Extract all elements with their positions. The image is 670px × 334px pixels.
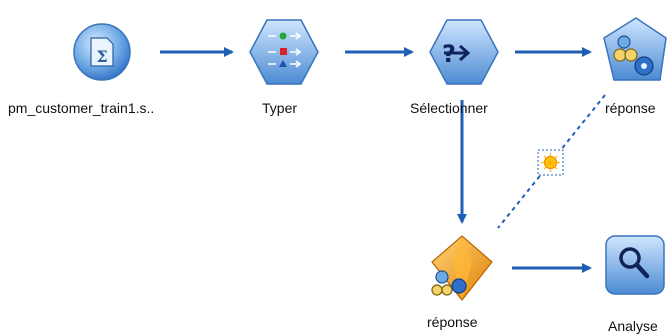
select-node-icon[interactable]: ? [429, 19, 499, 85]
node-label-select: Sélectionner [410, 100, 488, 116]
svg-text:Σ: Σ [96, 47, 107, 66]
model-builder-icon[interactable] [603, 17, 667, 81]
node-label-type: Typer [262, 100, 298, 116]
node-label-source: pm_customer_train1.s.. [8, 100, 155, 116]
node-label-analysis: Analyse [608, 318, 658, 334]
node-label-modeler: réponse [605, 100, 656, 116]
model-refresh-icon[interactable] [537, 149, 564, 176]
node-label-nugget: réponse [427, 314, 478, 330]
analysis-node-icon[interactable] [605, 235, 665, 295]
type-node-icon[interactable] [249, 19, 319, 85]
model-nugget-icon[interactable] [431, 235, 493, 301]
statistics-file-icon[interactable]: Σ [73, 23, 131, 81]
